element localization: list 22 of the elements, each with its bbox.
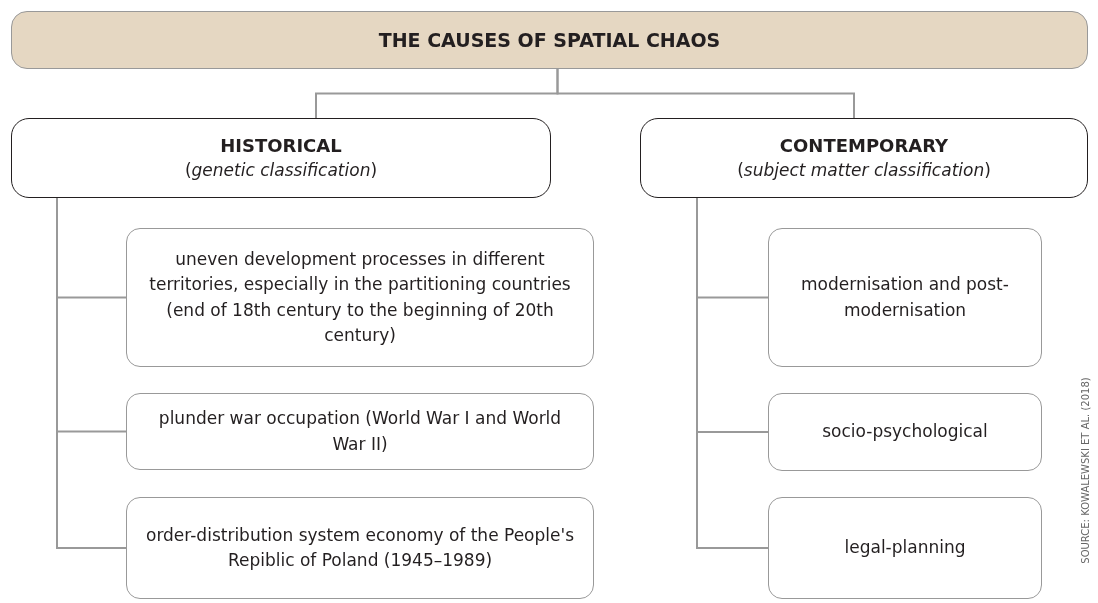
heading-text: HISTORICAL: [220, 133, 342, 158]
cause-box: [768, 497, 1042, 599]
heading-text: THE CAUSES OF SPATIAL CHAOS: [378, 27, 721, 53]
source-note: SOURCE: KOWALEWSKI ET AL. (2018): [1079, 376, 1091, 564]
body-text: (genetic classification): [184, 158, 378, 182]
cause-box: [126, 497, 594, 599]
body-text: (subject matter classification): [737, 158, 991, 182]
cause-box: [768, 393, 1042, 471]
body-text: uneven development processes in different territories, especially in the partitioning countries (end of 18th century to the beginning of 20th century): [148, 247, 572, 347]
category-box: [11, 118, 551, 198]
title-banner: [11, 11, 1088, 69]
body-text: plunder war occupation (World War I and World War II): [157, 407, 563, 456]
body-text: socio-psychological: [822, 420, 988, 444]
cause-box: [126, 228, 594, 367]
cause-box: [768, 228, 1042, 367]
category-box: [640, 118, 1088, 198]
cause-box: [126, 393, 594, 470]
body-text: legal-planning: [844, 536, 966, 560]
body-text: order-distribution system economy of the People's Repiblic of Poland (1945–1989): [145, 523, 575, 572]
connector-line: [556, 68, 855, 119]
heading-text: CONTEMPORARY: [779, 133, 949, 158]
body-text: modernisation and post-modernisation: [800, 273, 1010, 322]
